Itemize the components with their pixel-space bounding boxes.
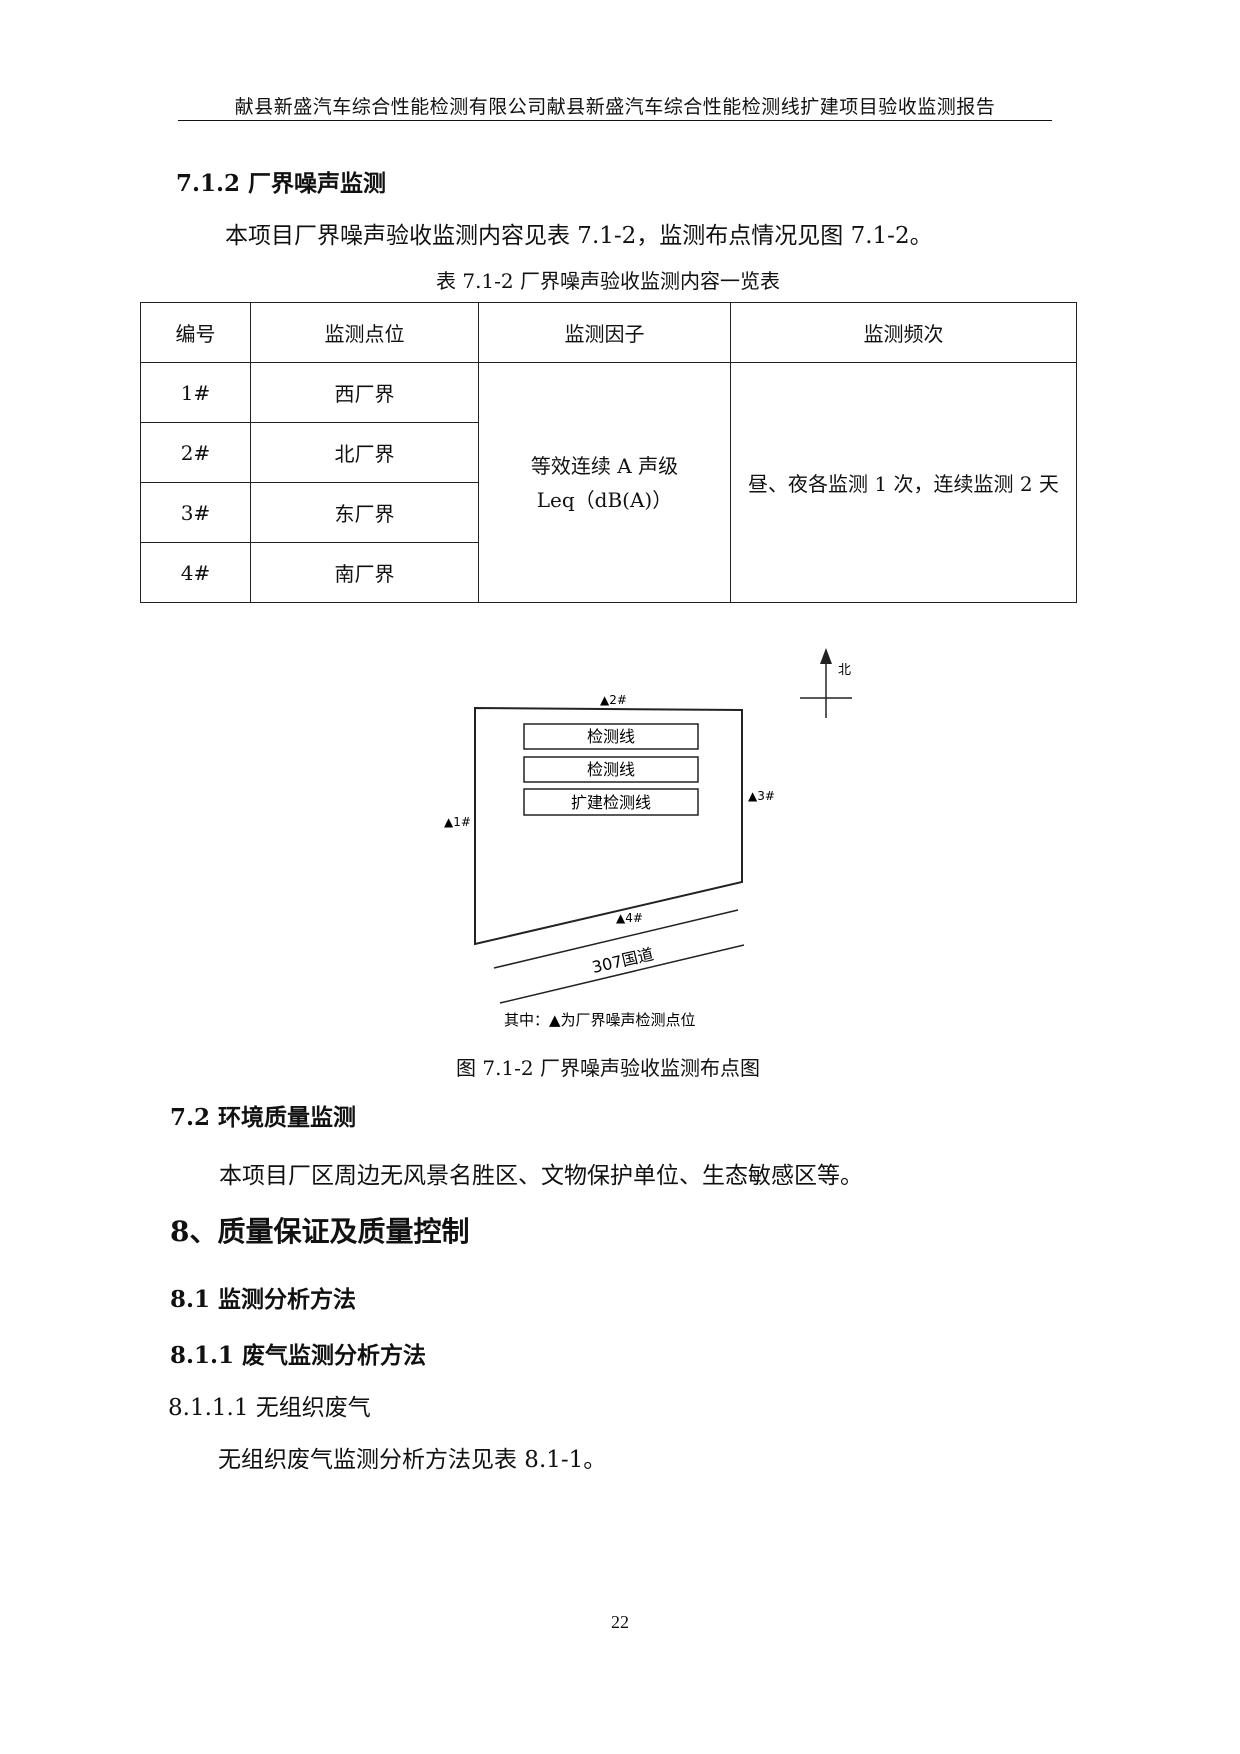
table-caption: 表 7.1-2 厂界噪声验收监测内容一览表 [435,269,780,293]
header-rule [178,120,1052,121]
point-2-label: ▲2# [600,693,627,707]
cell-location: 北厂界 [250,422,479,483]
section-heading-7-1-2: 7.1.2 厂界噪声监测 [176,170,387,197]
testing-line-label-2: 检测线 [587,760,635,779]
table-row: 3# 东厂界 [140,482,1077,543]
section-heading-8-1-1: 8.1.1 废气监测分析方法 [170,1342,427,1369]
figure-legend: 其中：▲为厂界噪声检测点位 [504,1011,696,1029]
road-line-lower [499,944,745,1004]
cell-id: 4# [140,542,251,603]
testing-line-box-1 [523,723,699,750]
noise-monitoring-table: 编号 监测点位 监测因子 监测频次 1# 西厂界 等效连续 A 声级 Leq（d… [140,302,1077,603]
header-frequency: 监测频次 [730,302,1077,363]
testing-line-box-2 [523,756,699,783]
table-header-row: 编号 监测点位 监测因子 监测频次 [140,302,1077,363]
cell-frequency: 昼、夜各监测 1 次，连续监测 2 天 [730,362,1077,603]
cell-id: 3# [140,482,251,543]
table-row: 2# 北厂界 [140,422,1077,483]
figure-caption: 图 7.1-2 厂界噪声验收监测布点图 [455,1056,760,1080]
section-heading-7-2: 7.2 环境质量监测 [170,1104,357,1131]
cell-location: 西厂界 [250,362,479,423]
chapter-heading-8: 8、质量保证及质量控制 [170,1215,470,1248]
factor-line-1: 等效连续 A 声级 [530,453,679,478]
point-1-label: ▲1# [444,815,471,829]
section-heading-8-1: 8.1 监测分析方法 [170,1286,357,1313]
cell-factor: 等效连续 A 声级 Leq（dB(A)） [478,362,731,603]
header-id: 编号 [140,302,251,363]
cell-id: 2# [140,422,251,483]
road-line-upper [493,909,739,969]
section-heading-8-1-1-1: 8.1.1.1 无组织废气 [168,1395,371,1421]
point-3-label: ▲3# [748,789,775,803]
section-7-1-2-intro: 本项目厂界噪声验收监测内容见表 7.1-2，监测布点情况见图 7.1-2。 [225,223,933,249]
table-row: 4# 南厂界 [140,542,1077,603]
point-4-label: ▲4# [616,911,643,925]
factor-line-2: Leq（dB(A)） [536,487,673,512]
section-7-2-text: 本项目厂区周边无风景名胜区、文物保护单位、生态敏感区等。 [219,1163,863,1189]
table-row: 1# 西厂界 等效连续 A 声级 Leq（dB(A)） 昼、夜各监测 1 次，连… [140,362,1077,603]
cell-location: 南厂界 [250,542,479,603]
page-number: 22 [611,1612,629,1632]
testing-line-label-1: 检测线 [587,727,635,746]
north-label: 北 [838,663,851,678]
section-8-1-1-1-text: 无组织废气监测分析方法见表 8.1-1。 [218,1447,607,1473]
cell-location: 东厂界 [250,482,479,543]
expansion-line-box [523,788,699,816]
plant-boundary [474,706,743,946]
road-label: 307国道 [590,944,655,977]
header-factor: 监测因子 [478,302,731,363]
expansion-line-label: 扩建检测线 [571,793,651,812]
monitoring-layout-diagram: 北 检测线 检测线 扩建检测线 ▲2# ▲1# ▲3# ▲4# 307国道 其中… [444,648,852,1029]
report-header: 献县新盛汽车综合性能检测有限公司献县新盛汽车综合性能检测线扩建项目验收监测报告 [234,96,996,118]
north-arrow-icon [800,648,852,718]
header-location: 监测点位 [250,302,479,363]
